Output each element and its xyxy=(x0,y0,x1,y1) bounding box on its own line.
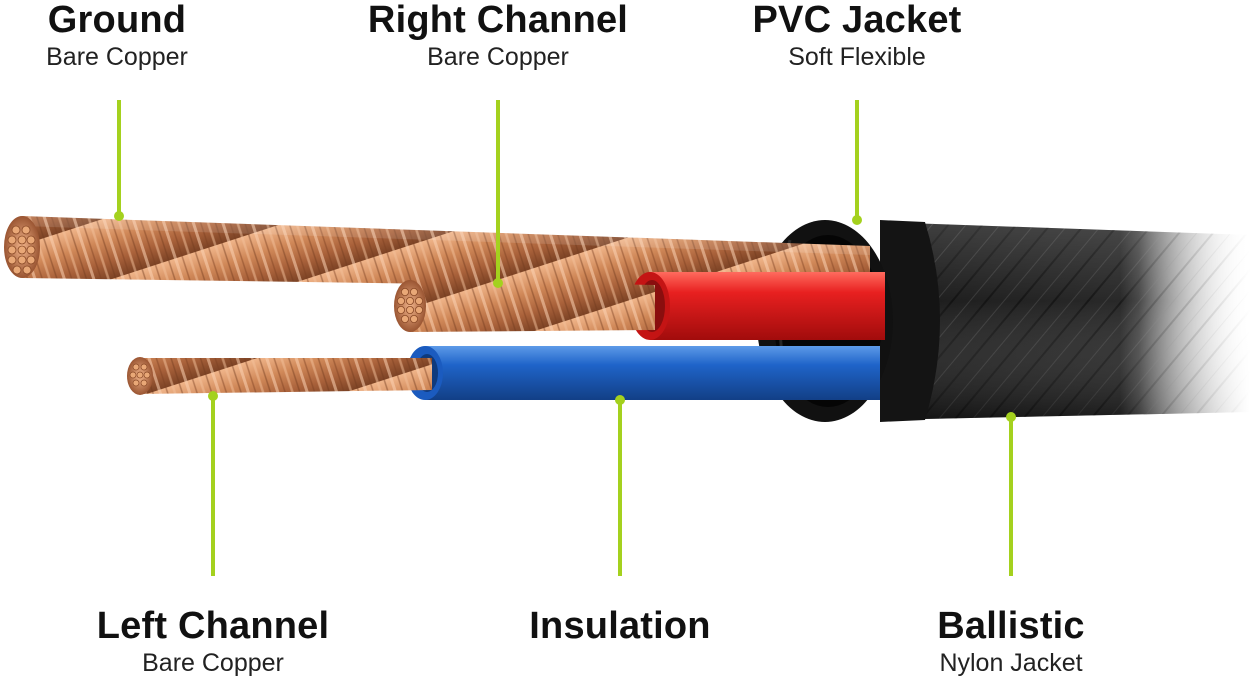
label-insulation-title: Insulation xyxy=(529,605,711,647)
label-right-channel-subtitle: Bare Copper xyxy=(427,43,569,71)
label-left-channel-title: Left Channel xyxy=(96,605,330,647)
label-ballistic-subtitle: Nylon Jacket xyxy=(939,649,1083,677)
label-ground: Ground Bare Copper xyxy=(46,0,188,72)
right-channel-conductor xyxy=(394,280,655,332)
left-channel-blue-insulation xyxy=(407,346,880,400)
leader-lines xyxy=(114,100,1016,576)
leader-dot-ballistic xyxy=(1006,412,1016,422)
label-right-channel-title: Right Channel xyxy=(367,0,629,41)
leader-dot-pvc-jacket xyxy=(852,215,862,225)
label-pvc-jacket: PVC Jacket Soft Flexible xyxy=(752,0,961,72)
leader-dot-right-channel xyxy=(493,278,503,288)
right-channel-red-insulation xyxy=(630,272,885,340)
label-ballistic: Ballistic Nylon Jacket xyxy=(937,604,1085,678)
label-ground-title: Ground xyxy=(47,0,187,41)
label-ground-subtitle: Bare Copper xyxy=(46,43,188,71)
label-right-channel: Right Channel Bare Copper xyxy=(368,0,628,72)
label-pvc-jacket-title: PVC Jacket xyxy=(752,0,962,41)
label-insulation: Insulation xyxy=(529,604,710,648)
leader-dot-left-channel xyxy=(208,391,218,401)
ballistic-nylon-jacket xyxy=(880,222,1250,420)
left-channel-conductor xyxy=(127,357,432,395)
label-left-channel-subtitle: Bare Copper xyxy=(142,649,284,677)
label-pvc-jacket-subtitle: Soft Flexible xyxy=(788,43,926,71)
label-ballistic-title: Ballistic xyxy=(937,605,1085,647)
leader-dot-insulation xyxy=(615,395,625,405)
label-left-channel: Left Channel Bare Copper xyxy=(97,604,330,678)
ground-conductor xyxy=(4,216,870,290)
leader-dot-ground xyxy=(114,211,124,221)
